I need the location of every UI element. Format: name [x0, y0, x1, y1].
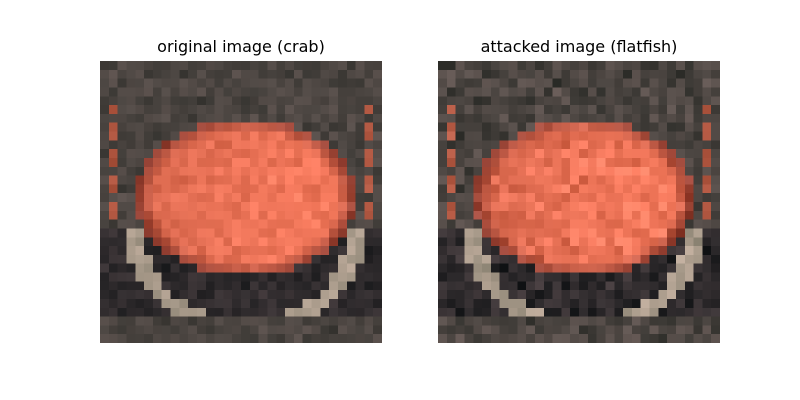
original-image-title: original image (crab) [157, 37, 325, 56]
attacked-image [438, 61, 720, 343]
original-image [100, 61, 382, 343]
attacked-image-title: attacked image (flatfish) [480, 37, 678, 56]
